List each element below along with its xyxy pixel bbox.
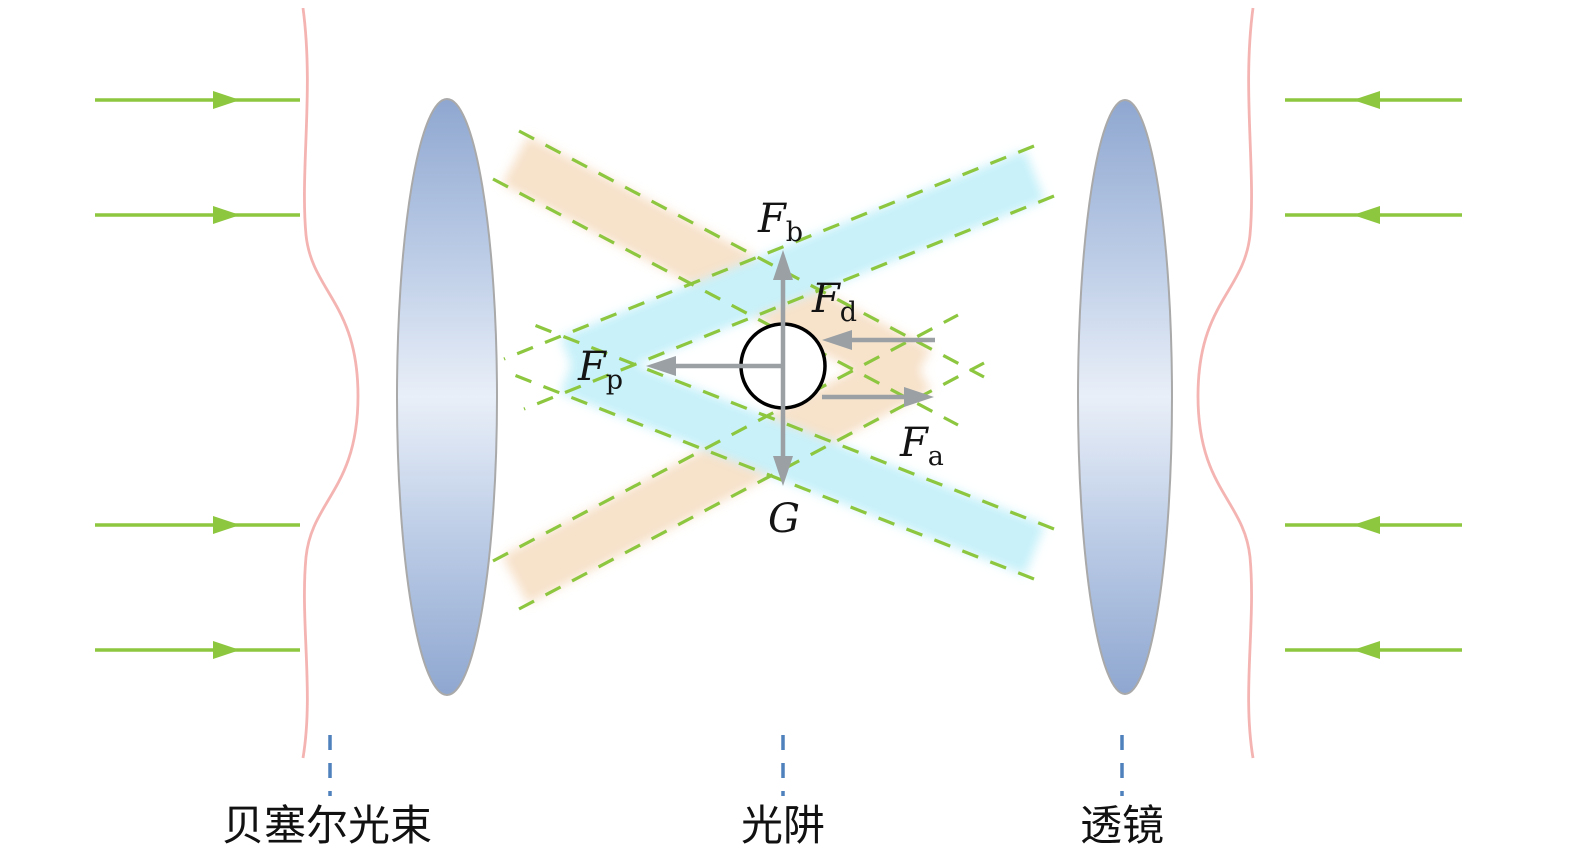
caption-leaders [328,735,1124,796]
incoming-beam-arrows-right [1285,91,1462,659]
beam-boundaries-dashed [492,129,1055,611]
label-force-g: G [768,496,800,542]
up-arrowhead-icon [773,250,793,280]
left-arrowhead-icon [1353,91,1380,109]
left-arrowhead-icon [646,356,676,376]
label-force-fa: Fa [899,420,944,472]
left-arrowhead-icon [1353,206,1380,224]
bessel-profile-right [1196,7,1255,759]
lens-right [1077,99,1173,695]
bessel-profiles [301,7,1255,759]
force-arrows [646,250,935,486]
beam-edge [523,319,1055,531]
right-arrowhead-icon [213,206,240,224]
caption-lens: 透镜 [1080,801,1164,850]
bessel-profile-left [301,7,360,759]
beam-edge [503,369,1035,581]
beam-edge [503,144,1035,361]
right-arrowhead-icon [904,387,934,407]
label-force-fb: Fb [757,196,803,248]
beam-band-orange-lower [502,343,931,604]
right-arrowhead-icon [213,516,240,534]
beam-band-cyan-lower [560,343,1045,575]
label-force-fp: Fp [577,344,623,396]
right-arrowhead-icon [213,641,240,659]
label-force-fd: Fd [811,276,857,328]
left-arrowhead-icon [1353,641,1380,659]
caption-optical-trap: 光阱 [741,801,825,850]
caption-bessel-beam: 贝塞尔光束 [222,801,432,850]
beam-bands [502,136,1045,604]
left-arrowhead-icon [1353,516,1380,534]
incoming-beam-arrows-left [95,91,300,659]
down-arrowhead-icon [773,456,793,486]
right-arrowhead-icon [213,91,240,109]
lens-left [396,98,498,696]
beam-band-cyan-upper [560,150,1045,387]
beam-band-orange-upper [502,136,931,397]
beam-edge [523,194,1055,411]
left-arrowhead-icon [822,330,852,350]
